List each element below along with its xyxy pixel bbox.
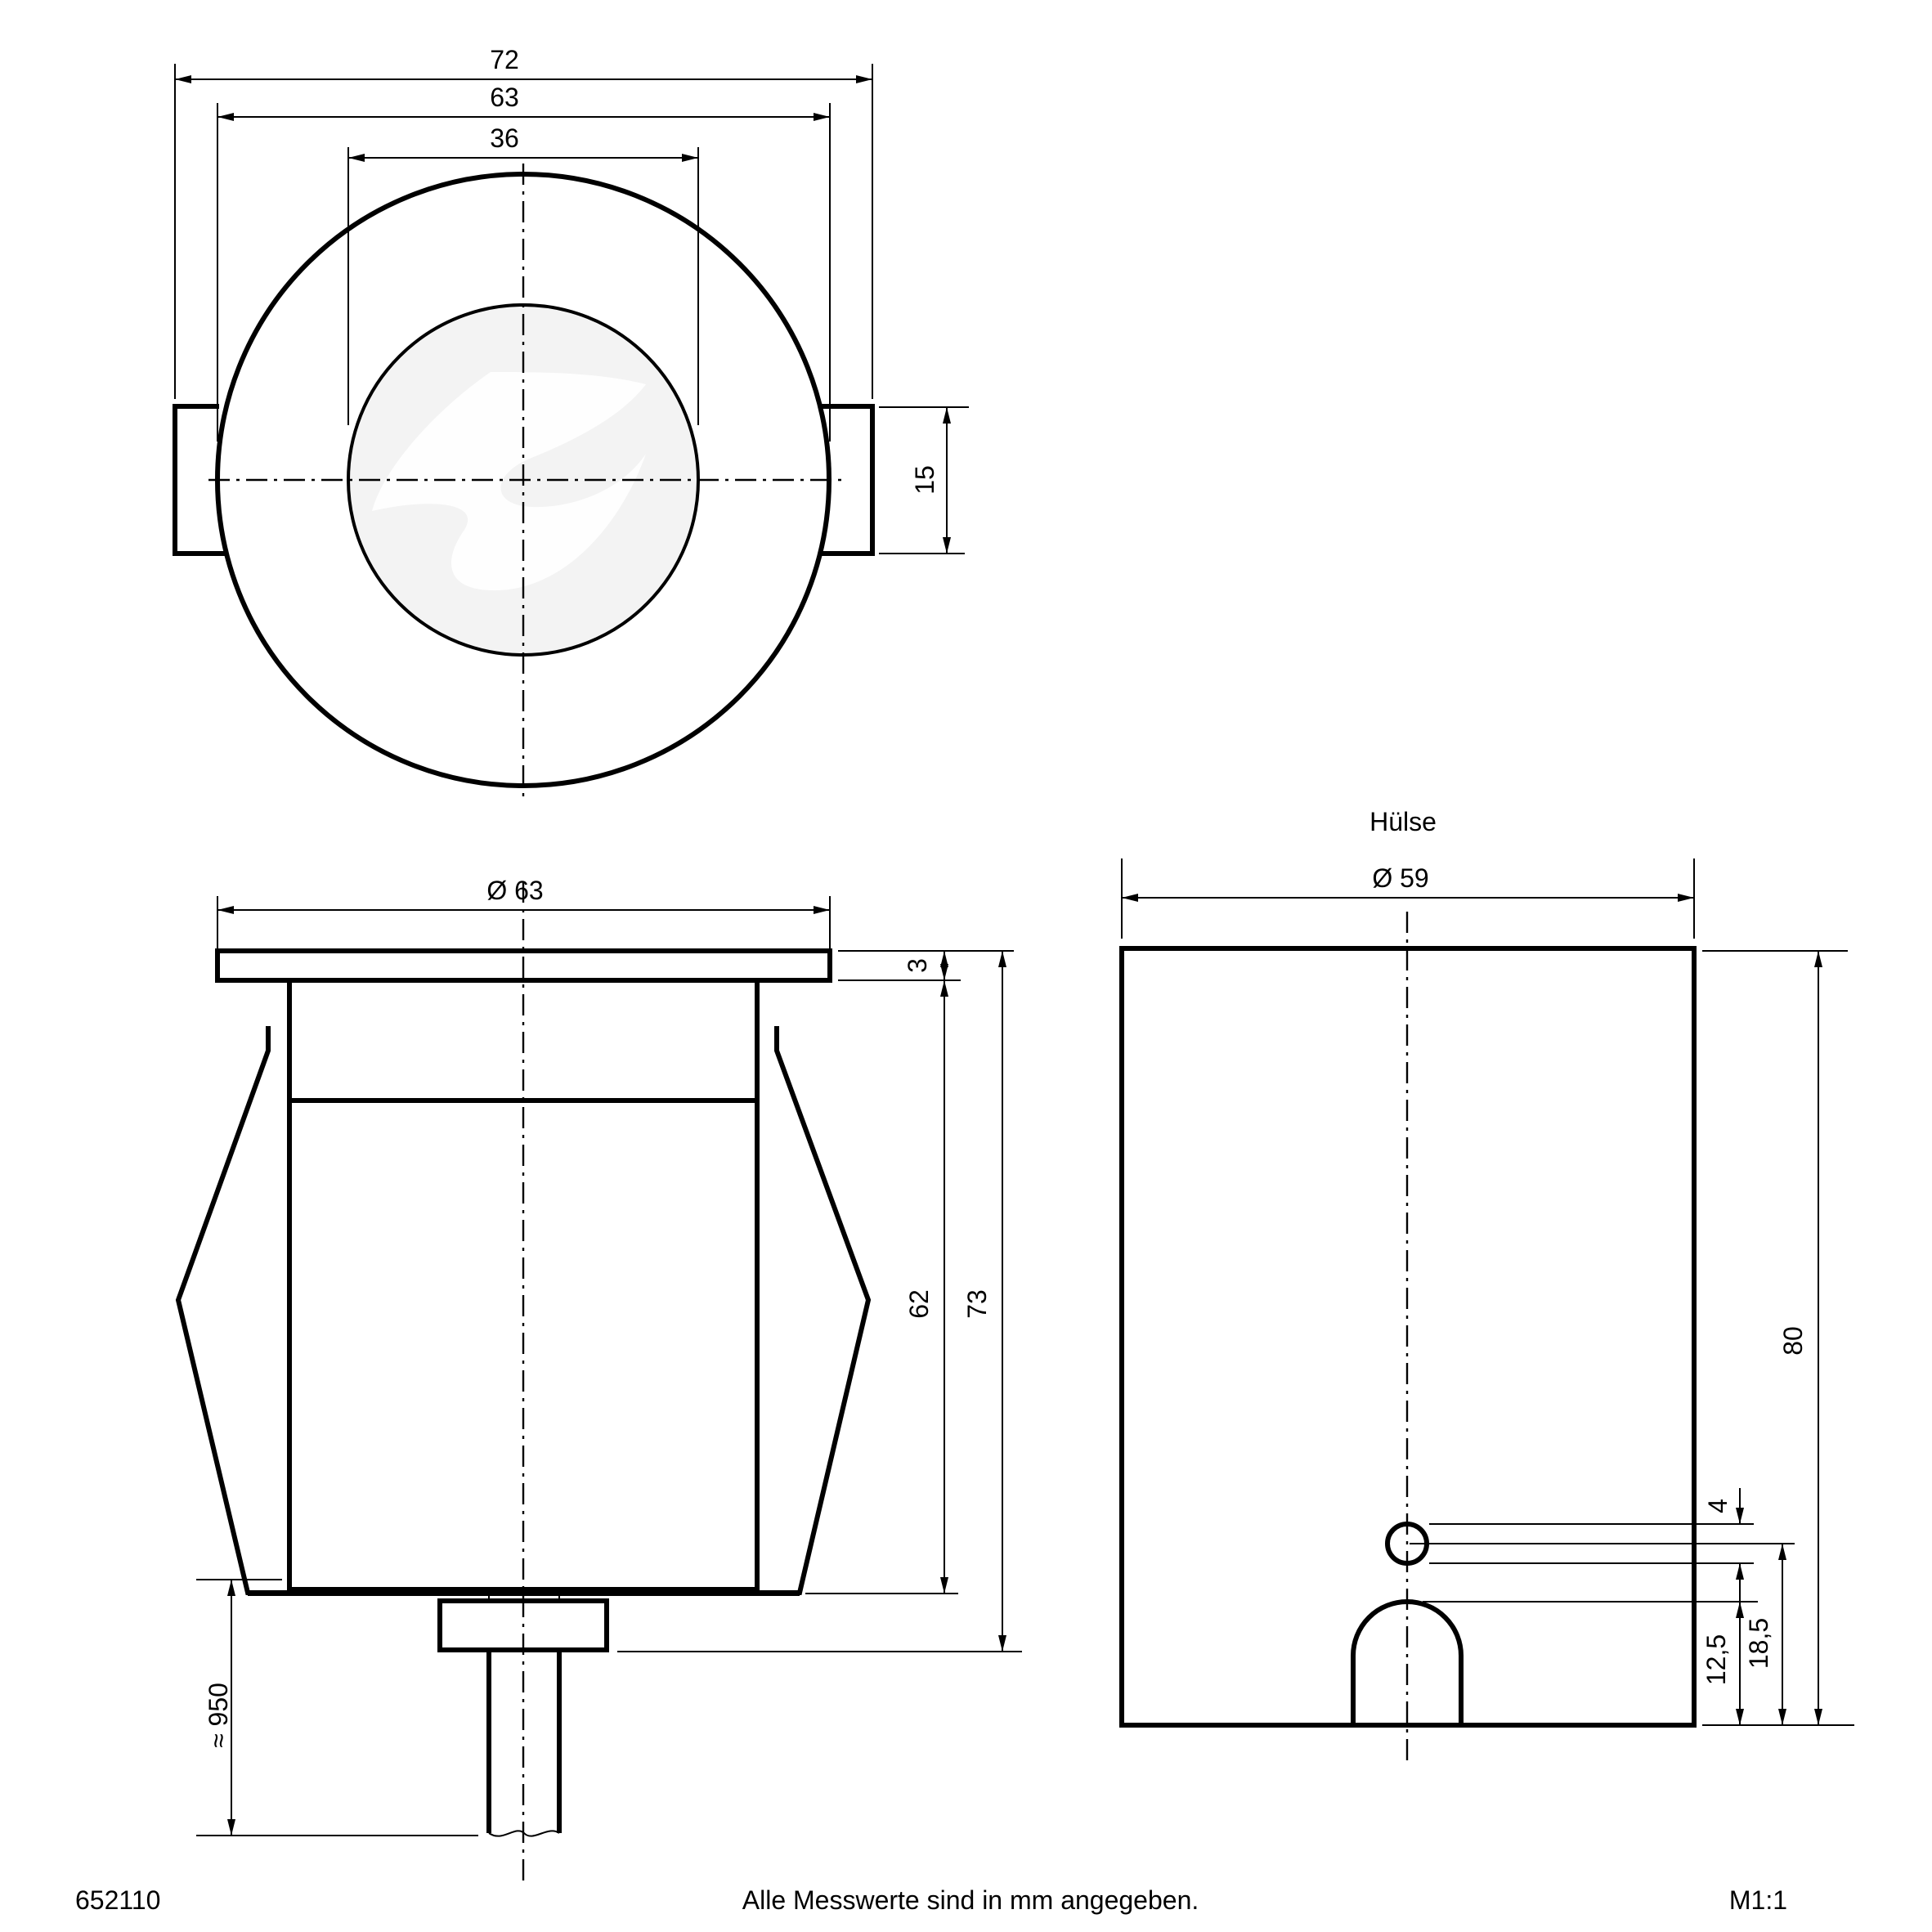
dim-72-label: 72 — [490, 45, 519, 74]
dim-4-label: 4 — [1703, 1499, 1733, 1513]
measurement-note: Alle Messwerte sind in mm angegeben. — [742, 1885, 1199, 1915]
sleeve-title: Hülse — [1369, 807, 1437, 836]
scale-label: M1:1 — [1729, 1885, 1787, 1915]
side-view: Ø 63 3 62 73 ≈ 950 — [175, 876, 1022, 1887]
dim-side-63-label: Ø 63 — [486, 876, 543, 905]
sleeve-body — [1119, 946, 1697, 1728]
dim-62-label: 62 — [904, 1289, 934, 1319]
side-left-spring — [175, 1026, 290, 1595]
side-right-spring — [757, 1026, 872, 1595]
dim-18-5-label: 18,5 — [1744, 1618, 1773, 1669]
top-view: 72 63 36 15 — [173, 45, 969, 797]
sleeve-view: Hülse Ø 59 80 4 18,5 12,5 — [1119, 807, 1854, 1764]
dim-73-label: 73 — [962, 1289, 992, 1319]
side-cable — [486, 1650, 562, 1833]
dim-80-label: 80 — [1778, 1326, 1808, 1356]
left-spring-clip — [173, 404, 226, 556]
dim-15-label: 15 — [910, 465, 939, 495]
dim-59-label: Ø 59 — [1372, 863, 1428, 893]
article-number: 652110 — [75, 1885, 160, 1915]
dim-12-5-label: 12,5 — [1701, 1634, 1731, 1685]
footer: 652110 Alle Messwerte sind in mm angegeb… — [75, 1885, 1787, 1915]
dim-950-label: ≈ 950 — [204, 1683, 233, 1748]
dim-3-label: 3 — [903, 958, 932, 973]
dim-36-label: 36 — [490, 123, 519, 153]
lens-reflection — [372, 372, 646, 591]
dim-63-label: 63 — [490, 83, 519, 112]
right-spring-clip — [821, 404, 875, 556]
